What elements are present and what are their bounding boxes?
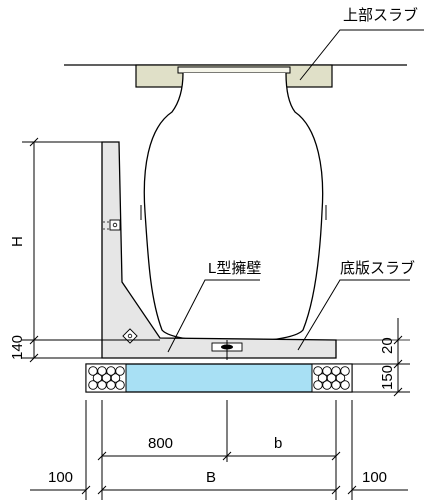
left-drain-pipes <box>88 366 125 390</box>
l-wall-label: L型擁壁 <box>208 260 261 277</box>
right-drain-pipes <box>313 366 350 390</box>
haunch-anchor-bolt <box>127 333 133 339</box>
dim-100-right: 100 <box>362 469 387 486</box>
upper-slab-leader <box>299 29 424 81</box>
base-slab-label: 底版スラブ <box>340 259 415 277</box>
dim-150: 150 <box>379 365 396 390</box>
wall-anchor-bolt <box>112 222 118 228</box>
upper-slab-label: 上部スラブ <box>343 6 418 24</box>
right-dimension-lines <box>336 318 410 397</box>
dim-140: 140 <box>9 335 26 360</box>
l-wall-leader <box>167 279 260 353</box>
upper-slab-hatch <box>177 66 291 74</box>
bag-outline <box>143 72 324 343</box>
dim-B: B <box>206 469 216 486</box>
dim-20: 20 <box>379 337 396 354</box>
bottom-dimension-lines <box>30 400 408 500</box>
base-slab-leader <box>297 279 410 351</box>
dim-800: 800 <box>148 435 173 452</box>
left-dimension-lines <box>22 137 160 363</box>
dim-H: H <box>9 236 26 247</box>
dim-b: b <box>274 435 282 452</box>
wall-anchor-box <box>109 219 121 231</box>
dim-100-left: 100 <box>48 469 73 486</box>
